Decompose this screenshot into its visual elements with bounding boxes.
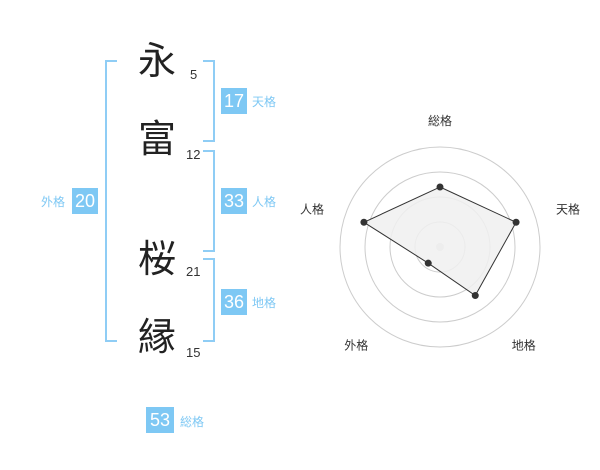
stroke-count-1: 5 <box>190 67 198 82</box>
jinkaku-bracket <box>203 150 215 252</box>
radar-area <box>362 186 517 297</box>
stroke-count-3: 21 <box>186 264 201 279</box>
gaikaku-bracket <box>105 60 117 342</box>
stroke-count-4: 15 <box>186 345 201 360</box>
tenkaku-value: 17 <box>221 88 247 114</box>
radar-point-4 <box>424 259 432 267</box>
radar-axis-label: 総格 <box>428 113 452 128</box>
chikaku-bracket <box>203 258 215 342</box>
radar-ring <box>364 171 516 323</box>
gaikaku-value: 20 <box>72 188 98 214</box>
radar-point-5 <box>360 218 368 226</box>
radar-axis-label: 地格 <box>512 338 536 353</box>
name-char-1: 永 <box>138 39 177 83</box>
radar-point-2 <box>512 218 520 226</box>
name-char-3: 桜 <box>138 237 177 281</box>
jinkaku-value: 33 <box>221 188 247 214</box>
soukaku-value: 53 <box>146 407 174 433</box>
soukaku-label: 総格 <box>180 415 205 429</box>
radar-axis-label: 天格 <box>556 201 580 216</box>
chikaku-label: 地格 <box>252 296 277 310</box>
name-char-4: 縁 <box>138 315 177 359</box>
radar-axis-label: 人格 <box>300 201 324 216</box>
radar-axis-label: 外格 <box>344 338 368 353</box>
radar-ring <box>339 146 541 348</box>
radar-point-3 <box>471 292 479 300</box>
chikaku-value: 36 <box>221 289 247 315</box>
radar-point-1 <box>436 183 444 191</box>
gaikaku-label: 外格 <box>41 195 66 209</box>
stroke-count-2: 12 <box>186 147 201 162</box>
name-char-2: 富 <box>138 117 177 161</box>
tenkaku-label: 天格 <box>252 95 277 109</box>
tenkaku-bracket <box>203 60 215 142</box>
jinkaku-label: 人格 <box>252 195 277 209</box>
